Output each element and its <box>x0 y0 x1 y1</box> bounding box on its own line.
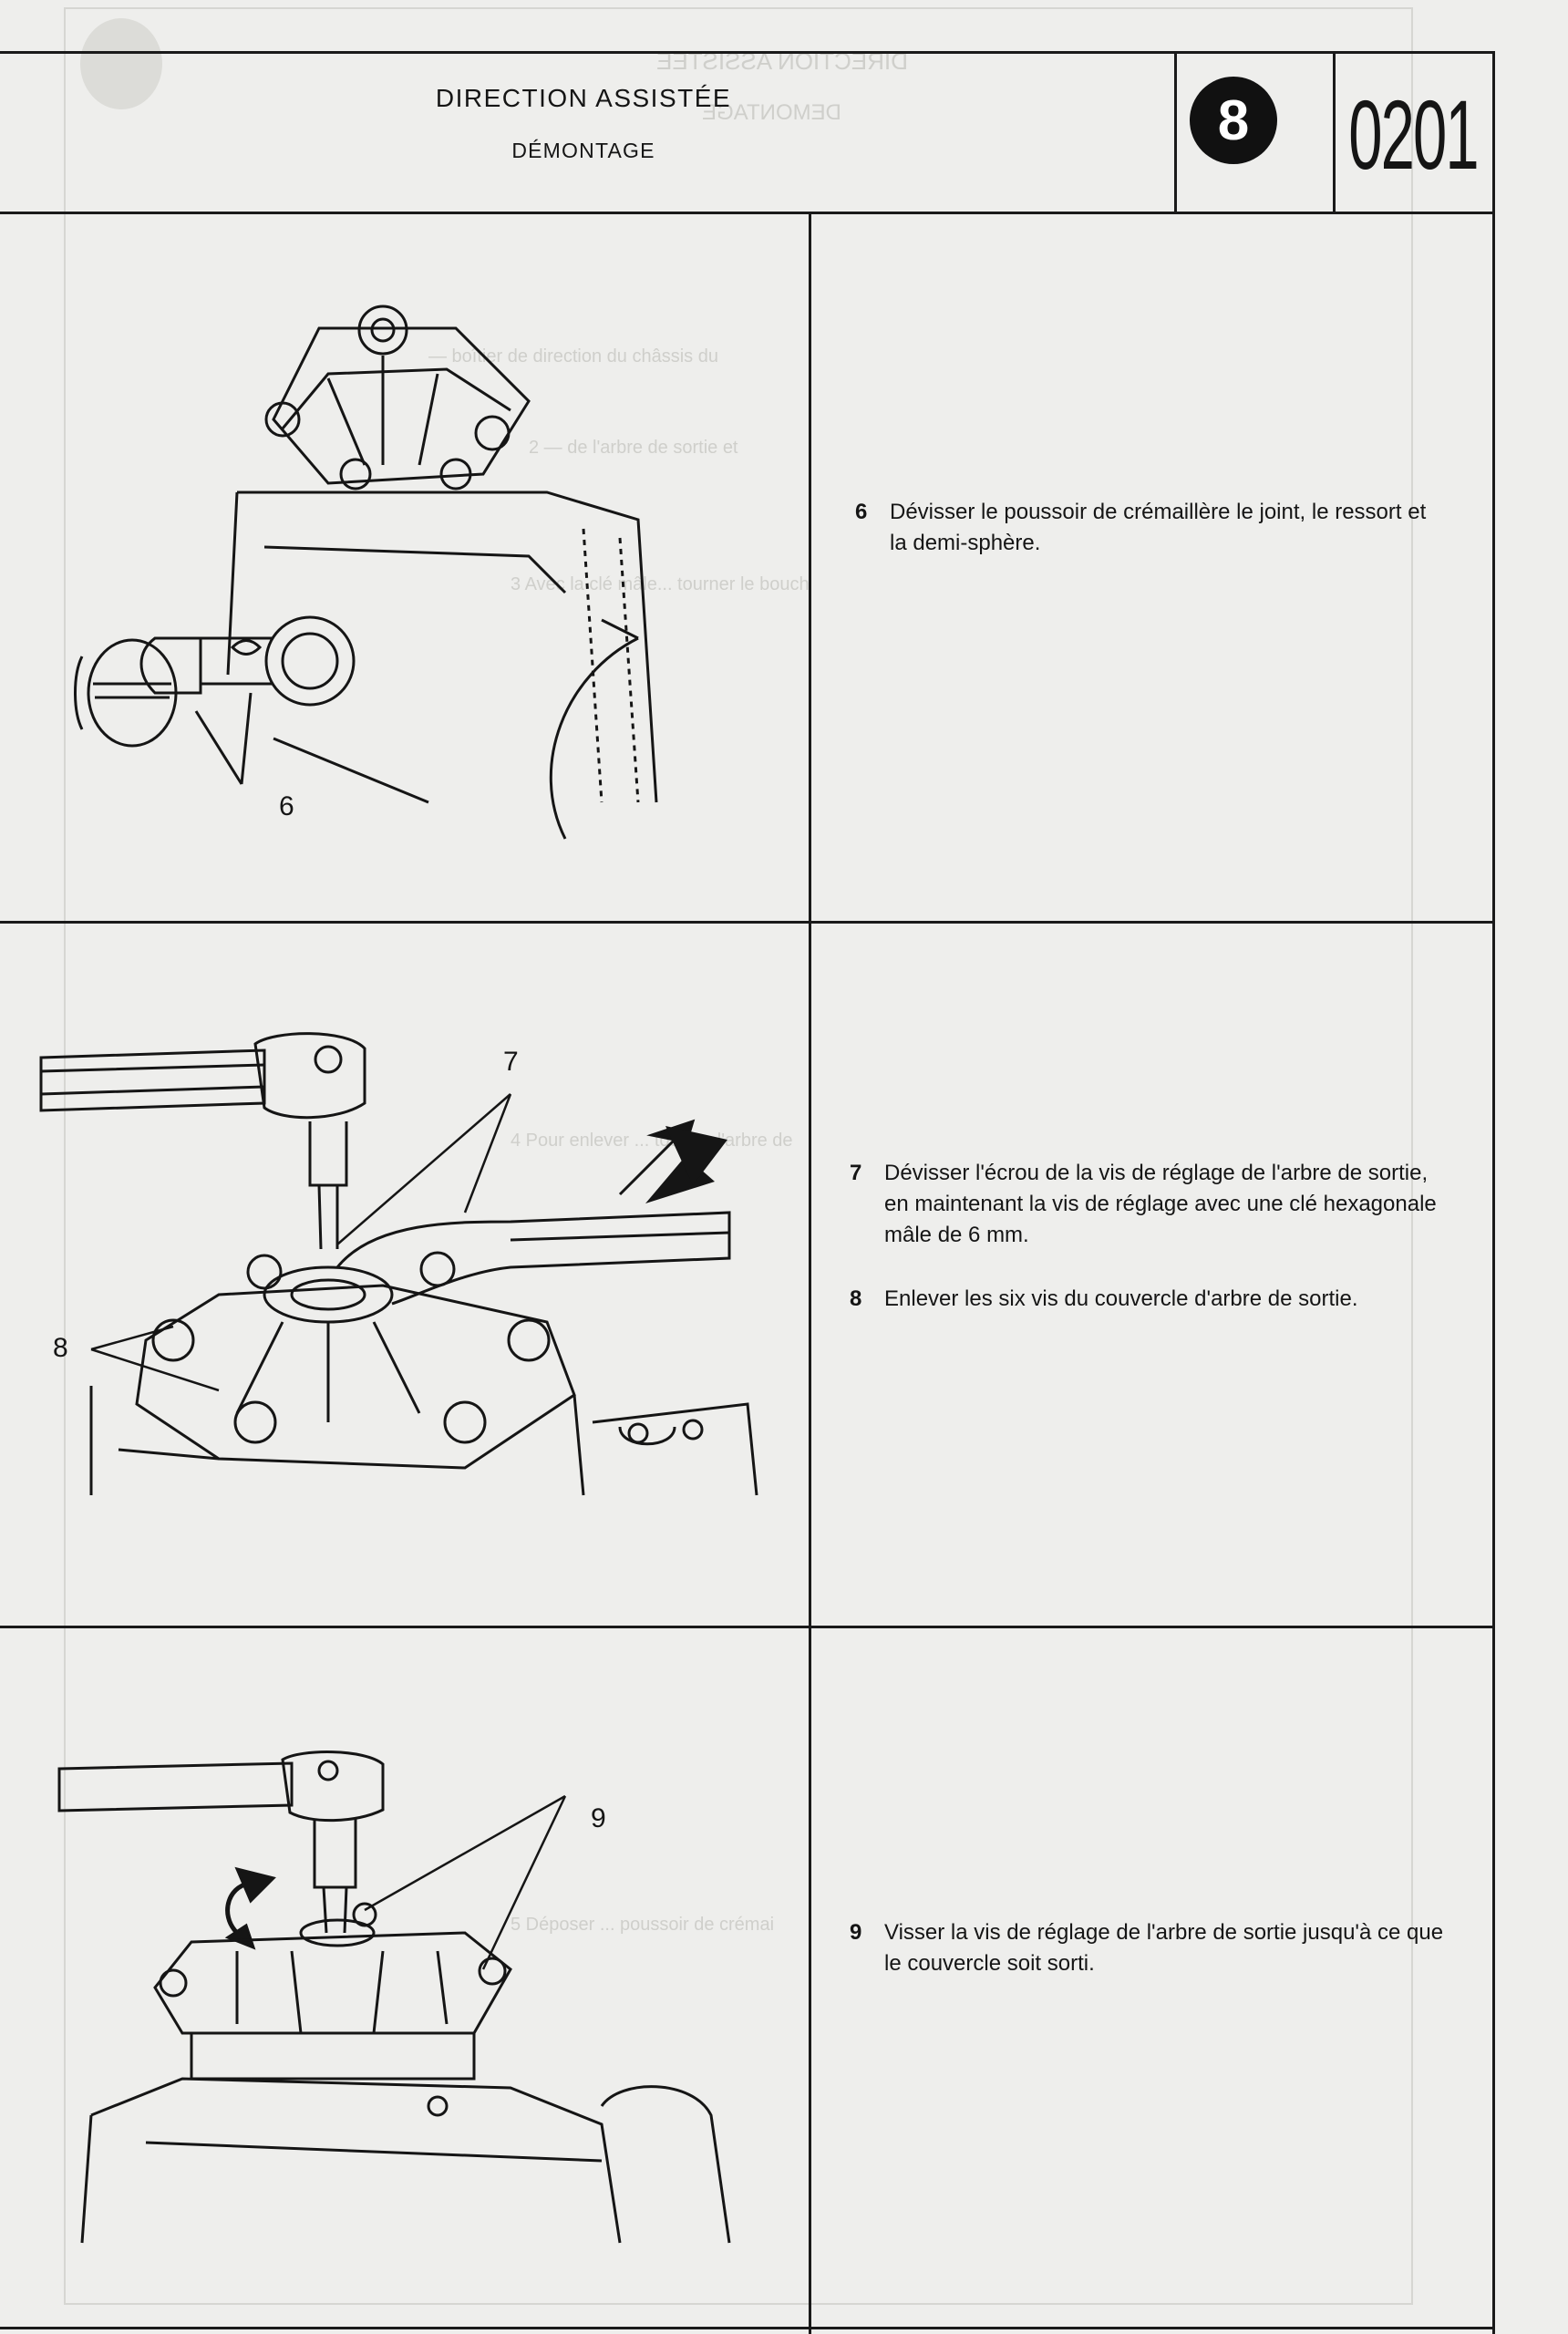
callout-label: 7 <box>503 1047 519 1077</box>
step-number: 7 <box>850 1161 862 1185</box>
step-text: Visser la vis de réglage de l'arbre de s… <box>884 1920 1444 1976</box>
header-top-rule <box>0 51 1495 54</box>
step-6: 6 Dévisser le poussoir de crémaillère le… <box>855 497 1439 559</box>
step-number: 8 <box>850 1286 862 1311</box>
step-8: 8 Enlever les six vis du couvercle d'arb… <box>850 1284 1451 1315</box>
callout-label: 6 <box>279 791 294 821</box>
bleed-through-text: 3 Avec la clé mâle... tourner le bouch <box>511 574 810 594</box>
callout-label: 9 <box>591 1803 606 1833</box>
figure-adjusting-nut <box>36 1021 766 1504</box>
row-divider-2 <box>0 1626 1495 1628</box>
page-bottom-rule <box>0 2327 1495 2329</box>
step-text: Enlever les six vis du couvercle d'arbre… <box>884 1286 1358 1311</box>
figure-cover-removal <box>55 1732 766 2243</box>
step-9: 9 Visser la vis de réglage de l'arbre de… <box>850 1917 1451 1979</box>
bleed-through-frame <box>64 7 1413 2305</box>
step-text: Dévisser l'écrou de la vis de réglage de… <box>884 1161 1437 1247</box>
step-number: 9 <box>850 1920 862 1945</box>
page-right-border <box>1492 51 1495 2334</box>
figure-rack-plunger <box>55 292 766 839</box>
bleed-through-badge <box>80 18 162 109</box>
header-code-divider <box>1333 51 1336 213</box>
section-badge: 8 <box>1190 77 1277 164</box>
step-text: Dévisser le poussoir de crémaillère le j… <box>890 500 1427 555</box>
column-divider <box>809 212 811 2334</box>
page-subtitle: DÉMONTAGE <box>511 139 655 162</box>
bleed-through-text: 2 — de l'arbre de sortie et <box>529 438 738 458</box>
bleed-through-text: 5 Déposer ... poussoir de crémai <box>511 1915 775 1935</box>
bleed-through-text: — boîtier de direction du châssis du <box>428 346 718 367</box>
header-badge-divider <box>1174 51 1177 213</box>
row-divider-1 <box>0 921 1495 924</box>
page-code: 0201 <box>1348 78 1479 190</box>
page-title: DIRECTION ASSISTÉE <box>435 84 732 112</box>
callout-label: 8 <box>53 1333 68 1363</box>
header-bottom-rule <box>0 212 1495 214</box>
step-7: 7 Dévisser l'écrou de la vis de réglage … <box>850 1158 1451 1251</box>
step-number: 6 <box>855 500 868 524</box>
